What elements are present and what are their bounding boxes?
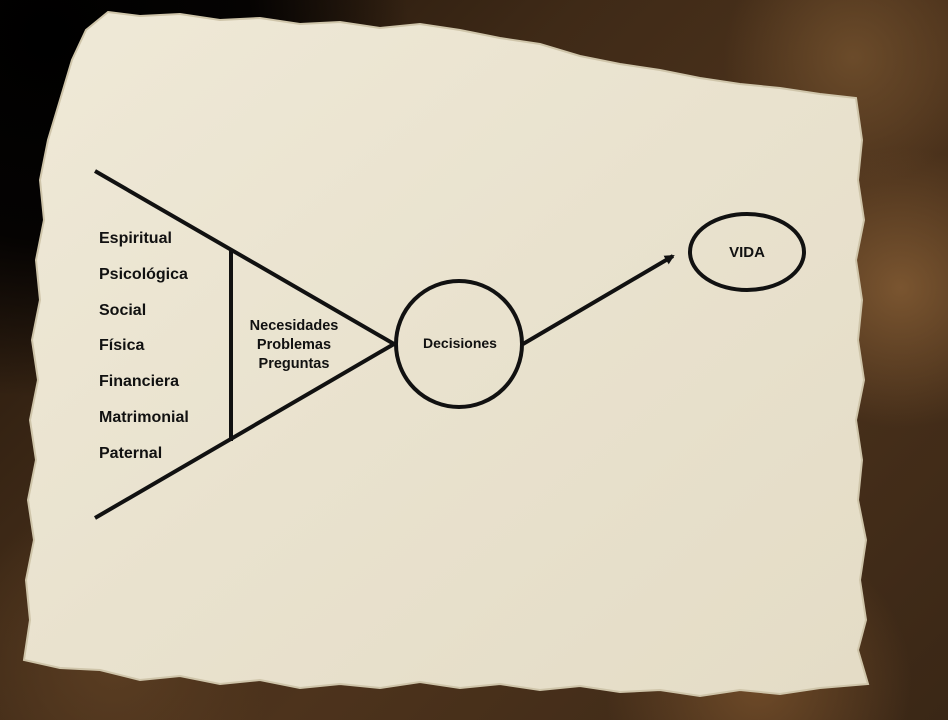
middle-label: Problemas [256, 337, 332, 353]
category-item: Física [99, 337, 145, 355]
category-item: Social [99, 301, 147, 319]
category-item: Paternal [99, 444, 163, 462]
decision-label: Decisiones [423, 335, 497, 351]
funnel-upper-line [93, 169, 396, 346]
outcome-ellipse [688, 212, 806, 292]
category-item: Matrimonial [99, 408, 189, 426]
category-list: Espiritual Psicológica Social Física Fin… [99, 229, 189, 480]
decision-circle [394, 279, 524, 409]
outcome-label: VIDA [729, 244, 765, 261]
middle-label: Preguntas [258, 356, 330, 372]
middle-label: Necesidades [249, 318, 339, 334]
outcome-arrow [521, 254, 675, 346]
funnel-lower-line [93, 342, 396, 520]
middle-labels: Necesidades Problemas Preguntas [232, 317, 356, 374]
category-item: Financiera [99, 373, 180, 391]
category-item: Espiritual [99, 230, 172, 247]
category-item: Psicológica [99, 265, 188, 283]
